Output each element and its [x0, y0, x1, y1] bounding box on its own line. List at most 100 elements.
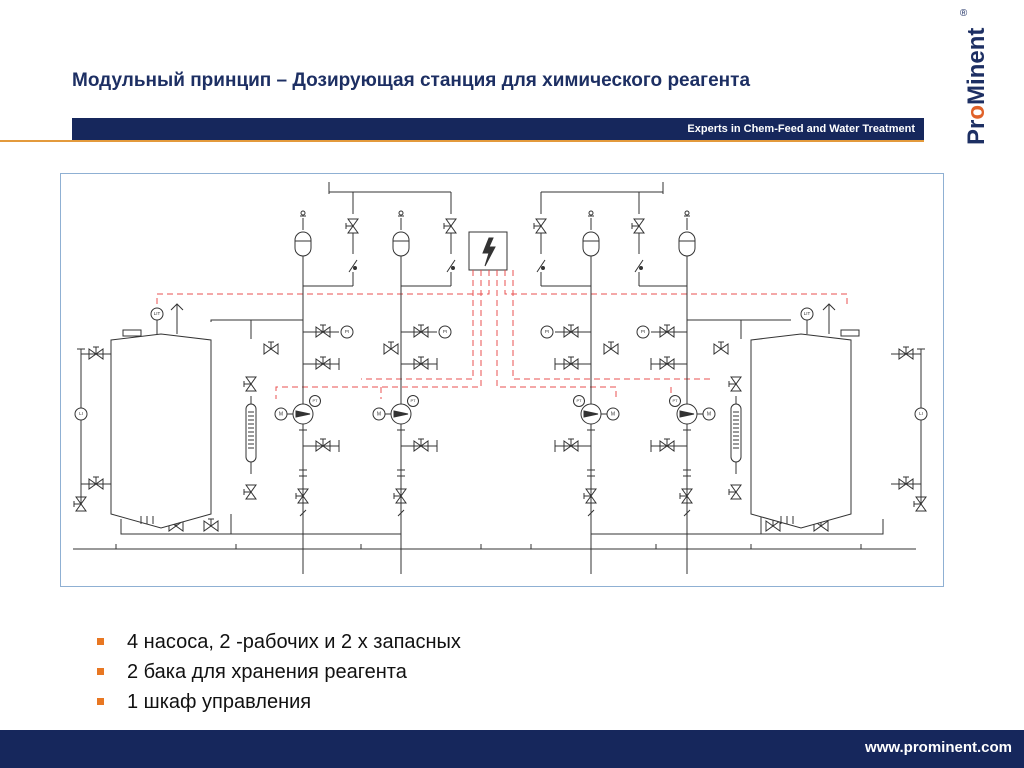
- valve-icon: [414, 327, 428, 337]
- header-tagline: Experts in Chem-Feed and Water Treatment: [687, 123, 915, 135]
- instrument-icon: [637, 326, 649, 338]
- level-gauge-icon: [731, 404, 741, 462]
- bullet-text: 2 бака для хранения реагента: [127, 661, 407, 683]
- valve-icon: [89, 349, 103, 359]
- bullet-marker: [97, 638, 104, 645]
- instrument-label: PI: [345, 329, 349, 334]
- instrument-icon: [75, 408, 87, 420]
- header-accent-line: [0, 140, 924, 142]
- valve-icon: [564, 359, 578, 369]
- control-signal-line: [497, 270, 616, 399]
- check-valve-icon: [398, 510, 404, 516]
- check-valve-dot: [640, 267, 643, 270]
- valve-icon: [899, 479, 913, 489]
- pressure-transmitter-icon: [670, 396, 681, 407]
- valve-icon: [264, 344, 278, 354]
- instrument-label: LIT: [804, 311, 811, 316]
- instrument-icon: [439, 326, 451, 338]
- pulsation-damper-icon: [679, 232, 695, 256]
- prominent-logo: ProMinent®: [960, 8, 991, 145]
- instrument-icon: [915, 408, 927, 420]
- bullet-text: 4 насоса, 2 -рабочих и 2 х запасных: [127, 631, 461, 653]
- valve-icon: [414, 441, 428, 451]
- pressure-transmitter-label: PT: [576, 398, 582, 403]
- motor-icon: [373, 408, 385, 420]
- storage-tank-left: [111, 334, 211, 528]
- valve-icon: [916, 497, 926, 511]
- check-valve-icon: [349, 260, 357, 272]
- pump-arrow: [680, 411, 694, 417]
- valve-icon: [564, 441, 578, 451]
- valve-icon: [298, 489, 308, 503]
- relief-icon: [589, 211, 593, 215]
- logo-registered-mark: ®: [959, 7, 968, 19]
- pulsation-damper-icon: [583, 232, 599, 256]
- instrument-label: LIT: [154, 311, 161, 316]
- bullet-text: 1 шкаф управления: [127, 691, 312, 713]
- instrument-label: LI: [919, 411, 923, 416]
- check-valve-icon: [635, 260, 643, 272]
- motor-icon: [607, 408, 619, 420]
- bullet-item-cabinet: 1 шкаф управления: [97, 687, 461, 717]
- valve-icon: [660, 327, 674, 337]
- footer-url: www.prominent.com: [865, 739, 1012, 756]
- instrument-icon: [341, 326, 353, 338]
- valve-icon: [899, 349, 913, 359]
- motor-label: M: [377, 411, 381, 417]
- pressure-transmitter-label: PT: [410, 398, 416, 403]
- logo-text-2: Minent: [963, 27, 990, 105]
- valve-icon: [814, 521, 828, 531]
- motor-icon: [703, 408, 715, 420]
- valve-icon: [714, 344, 728, 354]
- valve-icon: [396, 489, 406, 503]
- motor-label: M: [611, 411, 615, 417]
- pump-arrow: [394, 411, 408, 417]
- valve-icon: [446, 219, 456, 233]
- pressure-transmitter-icon: [574, 396, 585, 407]
- logo-text-o: o: [963, 104, 990, 120]
- valve-icon: [536, 219, 546, 233]
- check-valve-dot: [542, 267, 545, 270]
- pulsation-damper-icon: [393, 232, 409, 256]
- suction-line: [761, 519, 883, 534]
- check-valve-icon: [588, 510, 594, 516]
- valve-icon: [76, 497, 86, 511]
- instrument-label: PI: [443, 329, 447, 334]
- storage-tank-right: [751, 334, 851, 528]
- lightning-icon: [483, 238, 495, 266]
- valve-icon: [204, 521, 218, 531]
- valve-icon: [634, 219, 644, 233]
- relief-icon: [399, 211, 403, 215]
- pump-arrow: [296, 411, 310, 417]
- tank-hatch-right: [841, 330, 859, 336]
- instrument-label: LI: [79, 411, 83, 416]
- check-valve-dot: [354, 267, 357, 270]
- valve-icon: [660, 441, 674, 451]
- valve-icon: [316, 327, 330, 337]
- control-cabinet-icon: [469, 232, 507, 270]
- control-signal-line: [505, 270, 847, 304]
- valve-icon: [414, 359, 428, 369]
- motor-label: M: [279, 411, 283, 417]
- valve-icon: [731, 377, 741, 391]
- check-valve-icon: [537, 260, 545, 272]
- relief-icon: [685, 211, 689, 215]
- motor-label: M: [707, 411, 711, 417]
- relief-icon: [301, 211, 305, 215]
- pressure-transmitter-icon: [408, 396, 419, 407]
- check-valve-icon: [300, 510, 306, 516]
- bullet-list: 4 насоса, 2 -рабочих и 2 х запасных 2 ба…: [97, 627, 461, 717]
- instrument-label: PI: [641, 329, 645, 334]
- pressure-transmitter-label: PT: [312, 398, 318, 403]
- discharge-line: [639, 186, 663, 192]
- discharge-line: [329, 186, 353, 192]
- footer-bar: www.prominent.com: [0, 730, 1024, 768]
- check-valve-dot: [452, 267, 455, 270]
- valve-icon: [316, 359, 330, 369]
- control-signal-line: [157, 270, 489, 304]
- bullet-item-tanks: 2 бака для хранения реагента: [97, 657, 461, 687]
- bullet-item-pumps: 4 насоса, 2 -рабочих и 2 х запасных: [97, 627, 461, 657]
- check-valve-icon: [684, 510, 690, 516]
